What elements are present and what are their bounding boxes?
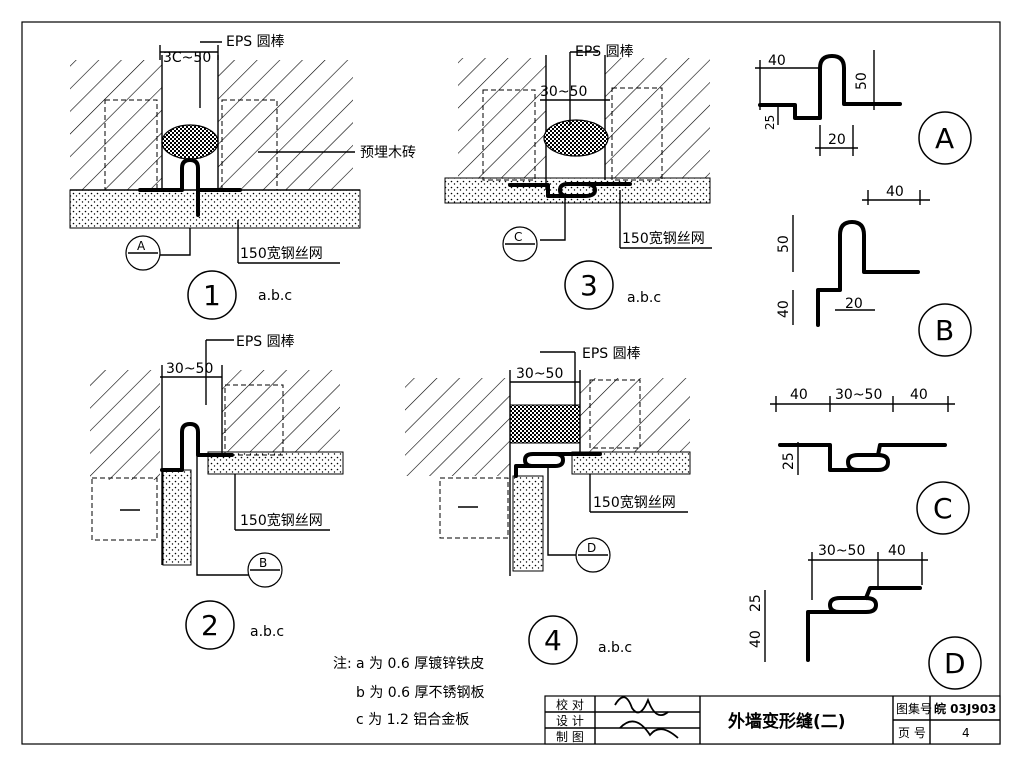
callout-c: C — [514, 230, 522, 244]
profile-d-letter: D — [944, 647, 966, 680]
metal-cover-c — [508, 182, 632, 198]
profile-c-dim-1: 30~50 — [835, 387, 882, 403]
tb-page-no: 4 — [962, 726, 970, 740]
mesh-label-2: 150宽钢丝网 — [240, 512, 323, 529]
detail-2: 30~50 EPS 圆棒 150宽钢丝网 B 2 a.b.c — [90, 334, 344, 650]
notes-prefix: 注: — [333, 656, 352, 672]
detail-3: 30~50 EPS 圆棒 150宽钢丝网 C 3 a.b.c — [444, 44, 712, 310]
profile-b-dim-3: 20 — [845, 296, 863, 312]
profile-a: 40 50 25 20 A — [755, 50, 972, 165]
note-c: c 为 1.2 铝合金板 — [356, 712, 469, 728]
profile-a-dim-3: 20 — [828, 132, 846, 148]
profile-c-shape — [778, 443, 947, 472]
profile-a-dim-1: 50 — [854, 72, 870, 90]
profile-b-circle — [918, 303, 972, 357]
tb-design: 设 计 — [556, 714, 584, 728]
detail-2-number: 2 — [201, 609, 219, 642]
tb-page-label: 页 号 — [898, 726, 926, 740]
metal-cover-d — [514, 452, 602, 478]
tb-draw: 制 图 — [556, 730, 584, 744]
detail-1-number: 1 — [203, 279, 221, 312]
detail-2-abc: a.b.c — [250, 624, 284, 640]
eps-label-4: EPS 圆棒 — [582, 346, 641, 362]
profile-a-dim-0: 40 — [768, 53, 786, 69]
profile-b-shape — [816, 220, 920, 327]
wall-hatch-left — [70, 60, 162, 190]
gap-dim-2: 30~50 — [166, 361, 213, 377]
notes: 注: a 为 0.6 厚镀锌铁皮 b 为 0.6 厚不锈钢板 c 为 1.2 铝… — [333, 655, 485, 728]
tb-atlas-label: 图集号 — [896, 701, 932, 716]
profile-b-dim-2: 40 — [776, 300, 792, 318]
eps-label-3: EPS 圆棒 — [575, 44, 634, 60]
detail-2-circle — [185, 600, 235, 650]
callout-d: D — [587, 541, 596, 555]
tb-check: 校 对 — [556, 697, 584, 712]
wall-hatch-right — [218, 60, 353, 190]
callout-b: B — [259, 556, 267, 570]
mesh-label-1: 150宽钢丝网 — [240, 245, 323, 262]
eps-rod — [161, 124, 219, 160]
metal-cover-b — [160, 422, 234, 472]
gap-dim-1: 3C~50 — [163, 50, 211, 66]
sheet-border — [21, 21, 1001, 745]
signature — [614, 696, 679, 739]
profile-b-dim-0: 40 — [886, 184, 904, 200]
detail-4: 30~50 EPS 圆棒 150宽钢丝网 D 4 a.b.c — [405, 346, 691, 665]
detail-3-number: 3 — [580, 269, 598, 302]
title-block: 校 对 设 计 制 图 外墙变形缝(二) 图集号 皖 03J903 页 号 4 — [544, 695, 1001, 745]
detail-3-abc: a.b.c — [627, 290, 661, 306]
profile-d-dim-0: 30~50 — [818, 543, 865, 559]
detail-1: 3C~50 EPS 圆棒 预埋木砖 150宽钢丝网 A 1 a.b.c — [69, 34, 416, 320]
profile-b-dim-1: 50 — [776, 235, 792, 253]
mesh-label-4: 150宽钢丝网 — [593, 494, 676, 511]
profile-c-circle — [916, 481, 970, 535]
tb-title: 外墙变形缝(二) — [728, 711, 846, 732]
eps-rod — [543, 119, 609, 157]
profile-c-letter: C — [933, 492, 953, 525]
eps-label-1: EPS 圆棒 — [226, 34, 285, 50]
eps-block — [509, 404, 581, 444]
note-b: b 为 0.6 厚不锈钢板 — [356, 685, 485, 701]
profile-d-dim-2: 25 — [748, 594, 764, 612]
tb-atlas-no: 皖 03J903 — [934, 701, 996, 716]
profile-a-dim-2: 25 — [763, 115, 777, 130]
eps-label-2: EPS 圆棒 — [236, 334, 295, 350]
profile-d-dim-3: 40 — [748, 630, 764, 648]
profile-a-circle — [918, 111, 972, 165]
detail-1-abc: a.b.c — [258, 288, 292, 304]
gap-dim-3: 30~50 — [540, 84, 587, 100]
profile-c-dim-2: 40 — [910, 387, 928, 403]
metal-cover-a — [138, 158, 242, 217]
profile-a-letter: A — [935, 122, 954, 155]
gap-dim-4: 30~50 — [516, 366, 563, 382]
profile-d: 30~50 40 25 40 D — [748, 543, 982, 690]
profile-c-dim-3: 25 — [781, 452, 797, 470]
profile-d-dim-1: 40 — [888, 543, 906, 559]
detail-4-abc: a.b.c — [598, 640, 632, 656]
detail-4-circle — [528, 615, 578, 665]
profile-b: 40 50 40 20 B — [776, 184, 972, 357]
plaster-strip — [69, 189, 361, 229]
detail-3-circle — [564, 260, 614, 310]
note-a: a 为 0.6 厚镀锌铁皮 — [356, 655, 484, 672]
callout-a: A — [137, 239, 146, 253]
profile-d-circle — [928, 636, 982, 690]
mesh-label-3: 150宽钢丝网 — [622, 230, 705, 247]
profile-c-dim-0: 40 — [790, 387, 808, 403]
profile-d-shape — [806, 586, 922, 662]
detail-1-circle — [187, 270, 237, 320]
profile-c: 40 30~50 40 25 C — [770, 387, 970, 535]
wood-brick-label: 预埋木砖 — [360, 145, 416, 161]
profile-b-letter: B — [935, 314, 954, 347]
detail-4-number: 4 — [544, 624, 562, 657]
